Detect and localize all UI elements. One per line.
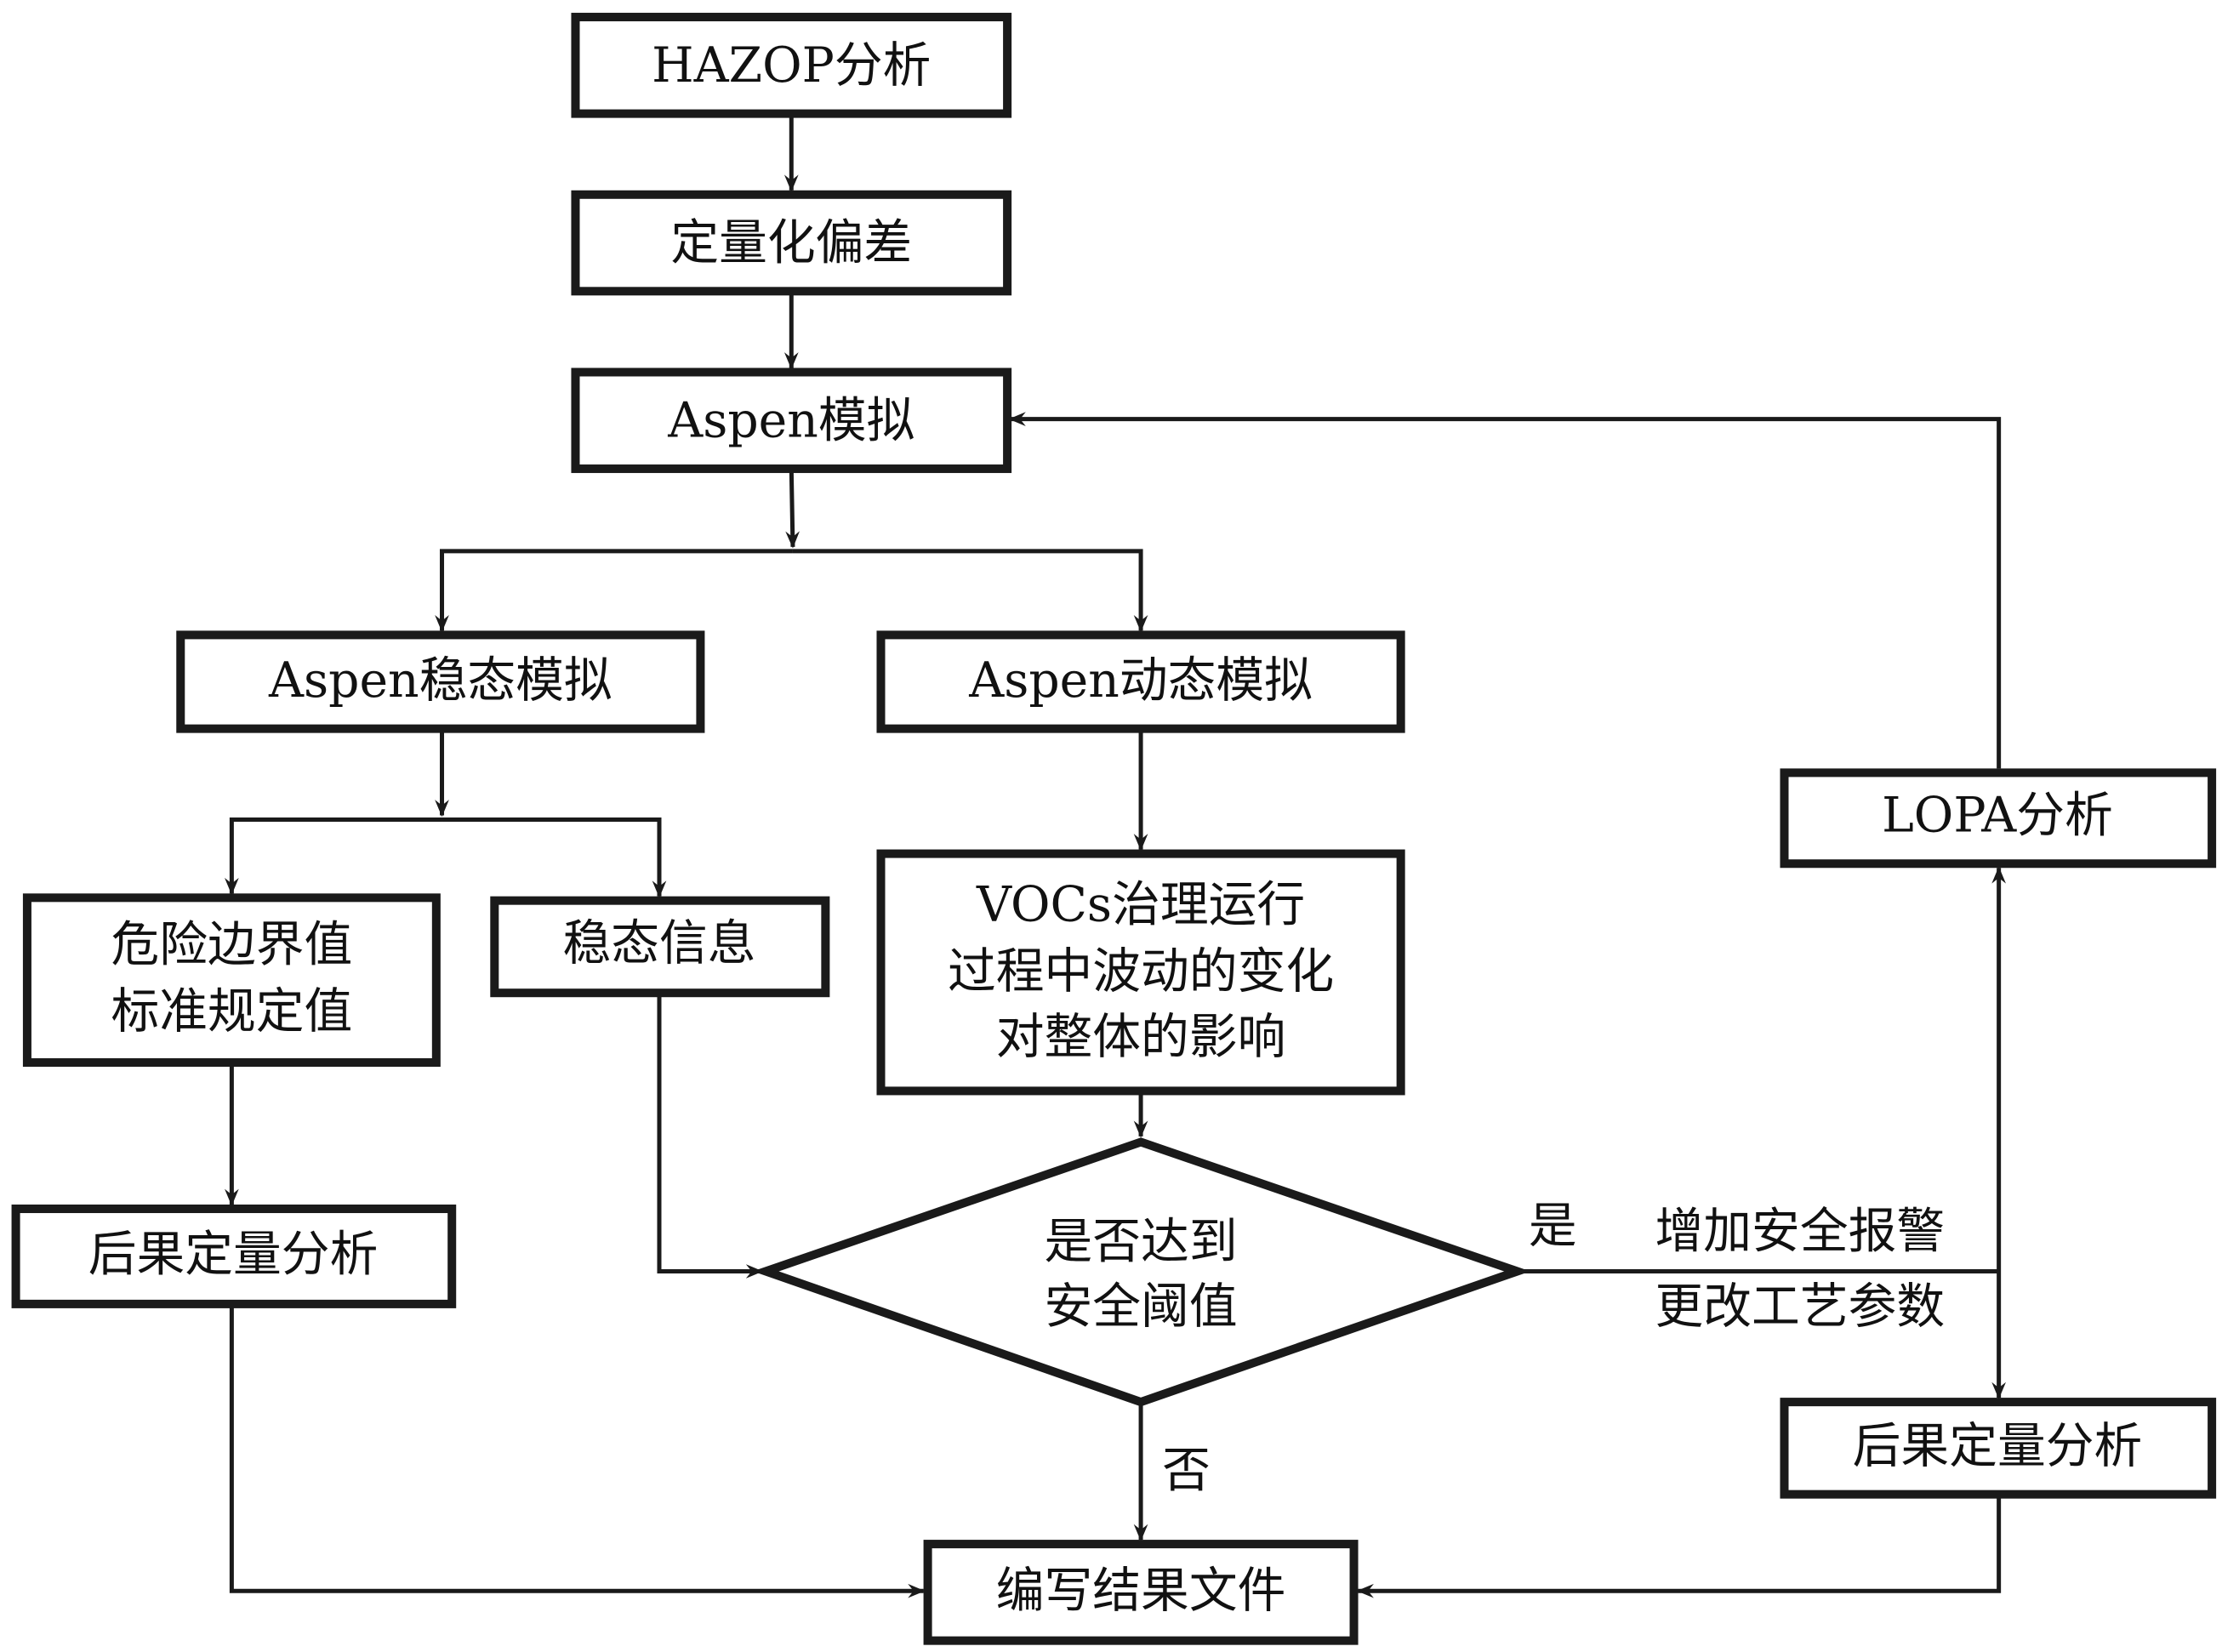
node-vocs-impact: VOCs治理运行 过程中波动的变化 对整体的影响 bbox=[876, 849, 1405, 1096]
node-aspen-label: Aspen模拟 bbox=[667, 392, 914, 448]
label-action-line2: 更改工艺参数 bbox=[1655, 1279, 1946, 1335]
node-dynamic-sim-label: Aspen动态模拟 bbox=[968, 652, 1313, 709]
node-lopa-label: LOPA分析 bbox=[1882, 787, 2113, 843]
node-hazop-label: HAZOP分析 bbox=[652, 37, 931, 94]
node-hazop: HAZOP分析 bbox=[571, 13, 1012, 118]
node-steady-sim-label: Aspen稳态模拟 bbox=[268, 652, 612, 709]
connectors bbox=[225, 113, 2006, 1598]
node-danger-line1: 危险边界值 bbox=[111, 916, 352, 972]
edge-lopa-aspen bbox=[1008, 412, 2002, 769]
node-danger-line2: 标准规定值 bbox=[111, 983, 352, 1040]
node-steady-sim: Aspen稳态模拟 bbox=[176, 630, 705, 733]
node-consequence-right-label: 后果定量分析 bbox=[1853, 1418, 2143, 1474]
node-decision: 是否达到 安全阈值 bbox=[752, 1137, 1530, 1407]
edge-steadyinfo-decision bbox=[657, 993, 763, 1279]
node-vocs-line3: 对整体的影响 bbox=[996, 1009, 1286, 1065]
node-danger-values: 危险边界值 标准规定值 bbox=[22, 893, 441, 1068]
edge-consequence-right-result bbox=[1356, 1495, 2002, 1598]
node-aspen: Aspen模拟 bbox=[571, 367, 1012, 474]
node-result-doc: 编写结果文件 bbox=[923, 1540, 1359, 1645]
label-yes: 是 bbox=[1529, 1198, 1577, 1254]
edge-split-danger bbox=[225, 817, 442, 895]
node-decision-line1: 是否达到 bbox=[1045, 1213, 1238, 1269]
node-consequence-right: 后果定量分析 bbox=[1780, 1398, 2217, 1499]
edge-consequence-left-result bbox=[229, 1303, 926, 1598]
node-quantify-label: 定量化偏差 bbox=[670, 215, 912, 271]
node-quantify: 定量化偏差 bbox=[571, 190, 1012, 296]
node-consequence-left-label: 后果定量分析 bbox=[88, 1226, 379, 1282]
node-lopa: LOPA分析 bbox=[1780, 768, 2217, 869]
node-dynamic-sim: Aspen动态模拟 bbox=[876, 630, 1405, 733]
edge-split-steady bbox=[435, 549, 793, 633]
edge-aspen-split bbox=[785, 468, 800, 549]
node-steady-info: 稳态信息 bbox=[490, 896, 830, 998]
node-result-doc-label: 编写结果文件 bbox=[996, 1563, 1286, 1619]
node-vocs-line1: VOCs治理运行 bbox=[976, 877, 1305, 933]
label-action-line1: 增加安全报警 bbox=[1655, 1204, 1946, 1260]
edge-split-dynamic bbox=[792, 549, 1148, 633]
node-consequence-left: 后果定量分析 bbox=[11, 1205, 457, 1308]
label-no: 否 bbox=[1162, 1442, 1211, 1498]
edge-split-steadyinfo bbox=[442, 817, 667, 898]
node-steady-info-label: 稳态信息 bbox=[562, 915, 755, 971]
node-vocs-line2: 过程中波动的变化 bbox=[948, 943, 1334, 1000]
node-decision-line2: 安全阈值 bbox=[1045, 1279, 1238, 1335]
